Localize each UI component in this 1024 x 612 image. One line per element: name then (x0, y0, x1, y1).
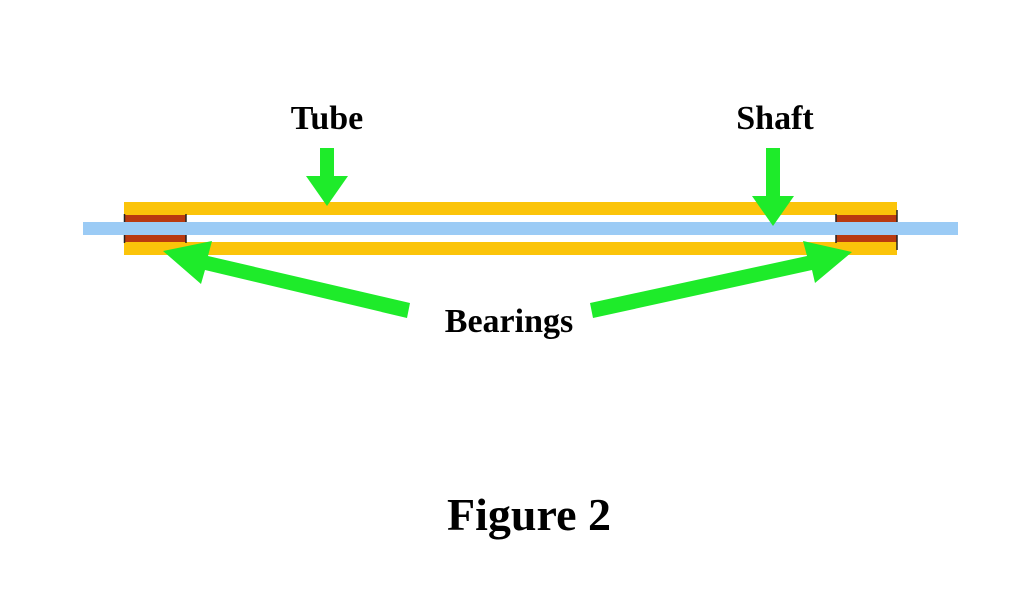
figure-caption: Figure 2 (447, 489, 611, 540)
tube-arrow (306, 148, 348, 206)
tube-lower-wall (124, 242, 897, 255)
tube-upper-wall (124, 202, 897, 215)
tube-label: Tube (291, 100, 363, 137)
shaft-arrow (752, 148, 794, 226)
left-bearings-arrow (163, 241, 410, 318)
left-bearing-lower (124, 235, 186, 242)
left-bearing-upper (124, 215, 186, 222)
right-bearing-upper (836, 215, 897, 222)
shaft (83, 222, 958, 235)
right-bearings-arrow (590, 241, 852, 318)
shaft-label: Shaft (736, 100, 814, 137)
right-bearing-lower (836, 235, 897, 242)
bearings-label: Bearings (445, 303, 573, 340)
